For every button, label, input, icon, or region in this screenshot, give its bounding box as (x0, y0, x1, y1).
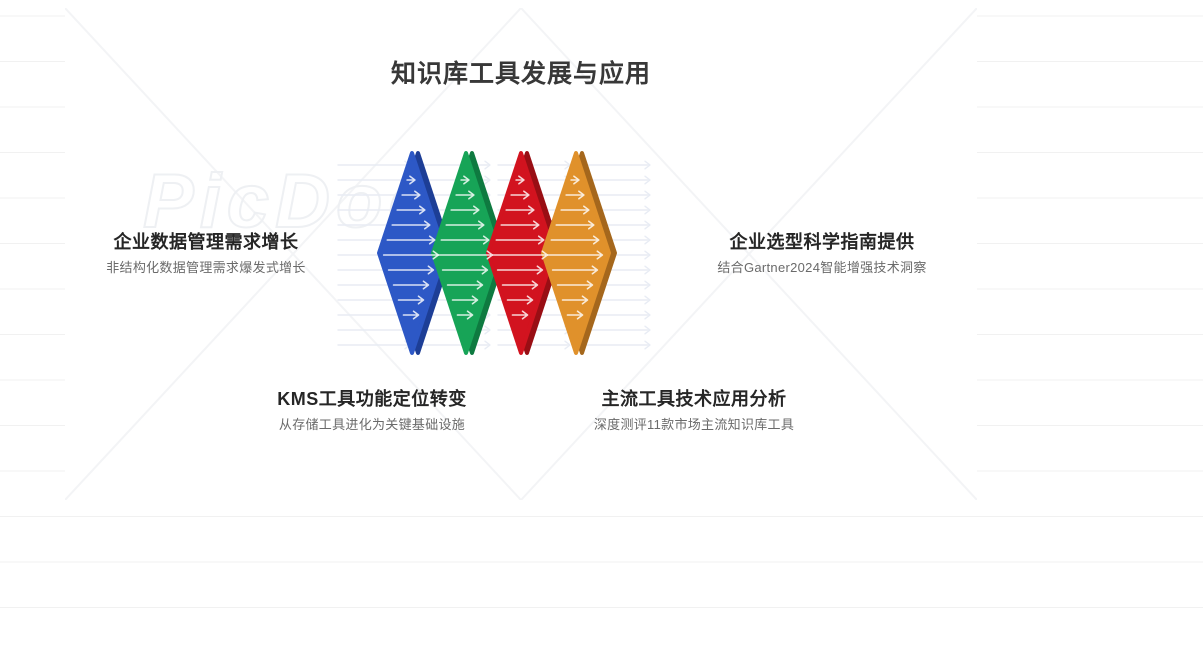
callout-subtext: 从存储工具进化为关键基础设施 (278, 416, 466, 432)
diamond-arrows-diagram (337, 151, 651, 355)
diamond-orange (541, 151, 617, 355)
diamond-blue (377, 151, 453, 355)
callout-left: 企业数据管理需求增长 非结构化数据管理需求爆发式增长 (66, 232, 346, 275)
slide-card: PicDoc 知识库工具发展与应用 企业数据管理需求增长 非结构化数据管理需求爆… (65, 8, 977, 500)
diamond-green (431, 151, 507, 355)
page-title: 知识库工具发展与应用 (390, 60, 651, 88)
callout-heading: 主流工具技术应用分析 (601, 389, 787, 409)
flow-arrows-red (491, 175, 549, 320)
callout-bottom-right: 主流工具技术应用分析 深度测评11款市场主流知识库工具 (554, 389, 834, 432)
callout-heading: 企业数据管理需求增长 (113, 232, 299, 252)
callout-subtext: 非结构化数据管理需求爆发式增长 (106, 259, 306, 275)
watermark-text: PicDoc (142, 158, 437, 245)
callout-right: 企业选型科学指南提供 结合Gartner2024智能增强技术洞察 (682, 232, 962, 275)
callout-subtext: 结合Gartner2024智能增强技术洞察 (717, 259, 927, 275)
diamond-red (486, 151, 562, 355)
callout-heading: 企业选型科学指南提供 (729, 232, 915, 252)
flow-arrows-orange (546, 175, 604, 320)
flow-arrows-green (436, 175, 494, 320)
callout-heading: KMS工具功能定位转变 (277, 389, 467, 409)
callout-bottom-left: KMS工具功能定位转变 从存储工具进化为关键基础设施 (232, 389, 512, 432)
callout-subtext: 深度测评11款市场主流知识库工具 (593, 416, 795, 432)
